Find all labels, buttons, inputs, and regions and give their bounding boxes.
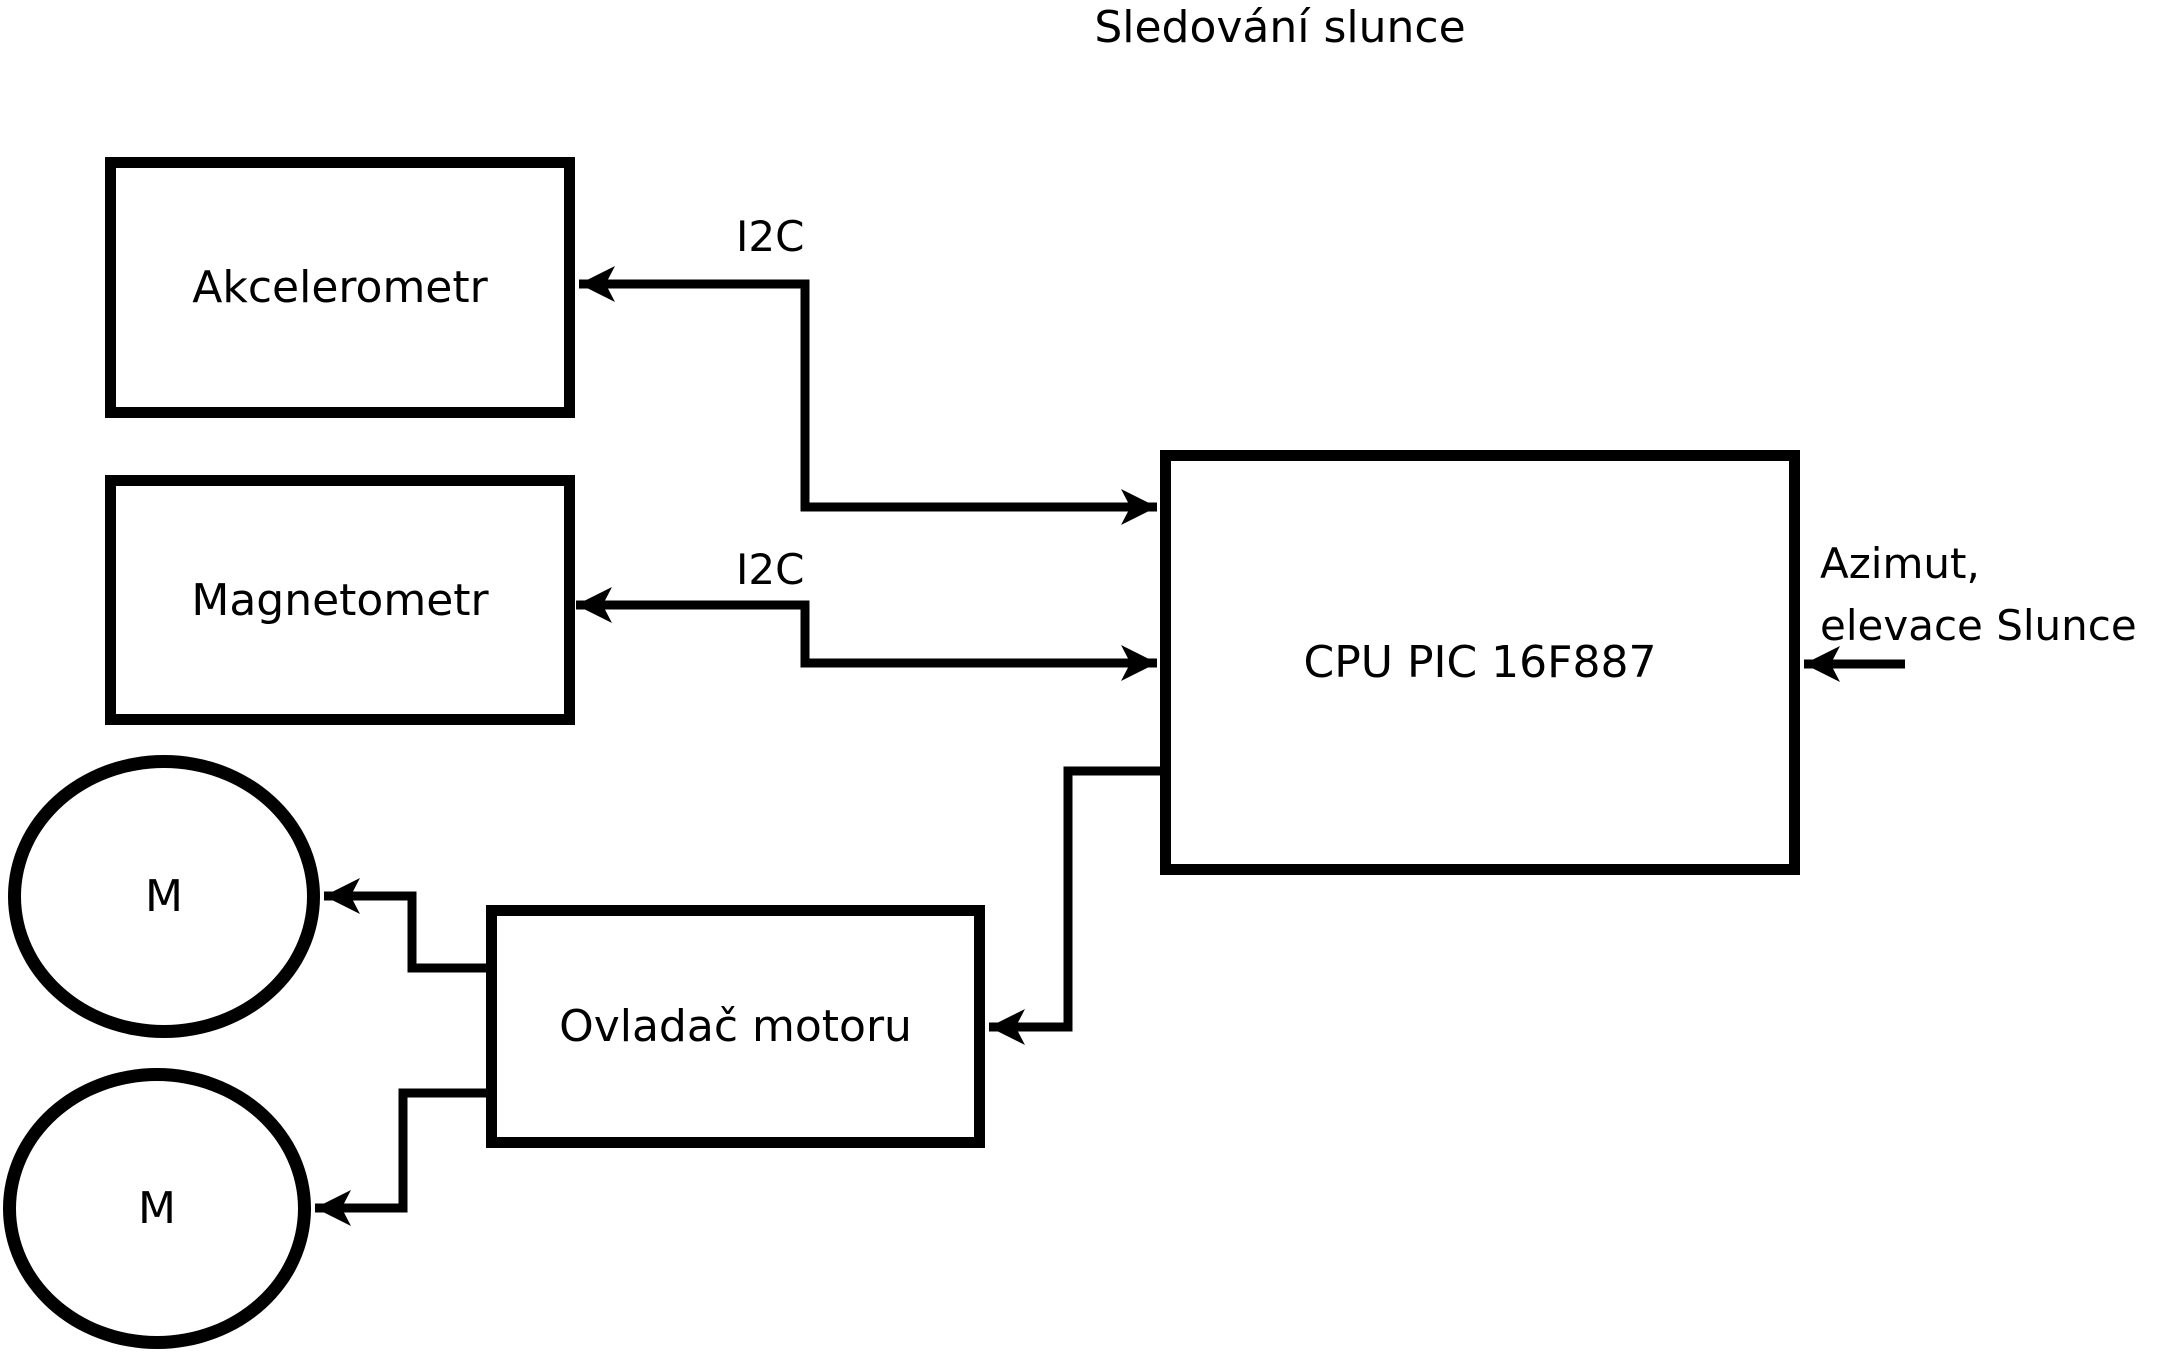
node-motor-bottom: M: [3, 1068, 311, 1349]
node-akcelerometr: Akcelerometr: [105, 157, 575, 418]
node-motor-driver: Ovladač motoru: [486, 905, 985, 1148]
node-motor-bottom-label: M: [138, 1183, 176, 1234]
diagram-title: Sledování slunce: [1094, 2, 1466, 53]
connector-driver-motor-bottom: [315, 1088, 486, 1226]
edge-label-i2c-top: I2C: [736, 212, 805, 261]
node-motor-top-label: M: [145, 871, 183, 922]
node-magnetometr: Magnetometr: [105, 475, 575, 725]
node-magnetometr-label: Magnetometr: [191, 574, 489, 626]
node-cpu-label: CPU PIC 16F887: [1303, 637, 1657, 688]
connector-cpu-motor-driver: [989, 766, 1160, 1045]
node-motor-driver-label: Ovladač motoru: [559, 1001, 912, 1052]
connector-driver-motor-top: [324, 878, 486, 973]
connector-i2c-cpu-magnetometr: [576, 587, 1157, 681]
node-motor-top: M: [8, 755, 320, 1038]
connector-i2c-cpu-akcelerometr: [579, 266, 1157, 525]
edge-label-azimut-line2: elevace Slunce: [1820, 601, 2137, 650]
edge-label-i2c-bottom: I2C: [736, 545, 805, 594]
node-akcelerometr-label: Akcelerometr: [192, 262, 488, 313]
edge-label-azimut-line1: Azimut,: [1820, 539, 1980, 588]
edge-label-azimut: Azimut, elevace Slunce: [1820, 533, 2137, 657]
node-cpu: CPU PIC 16F887: [1160, 450, 1800, 875]
